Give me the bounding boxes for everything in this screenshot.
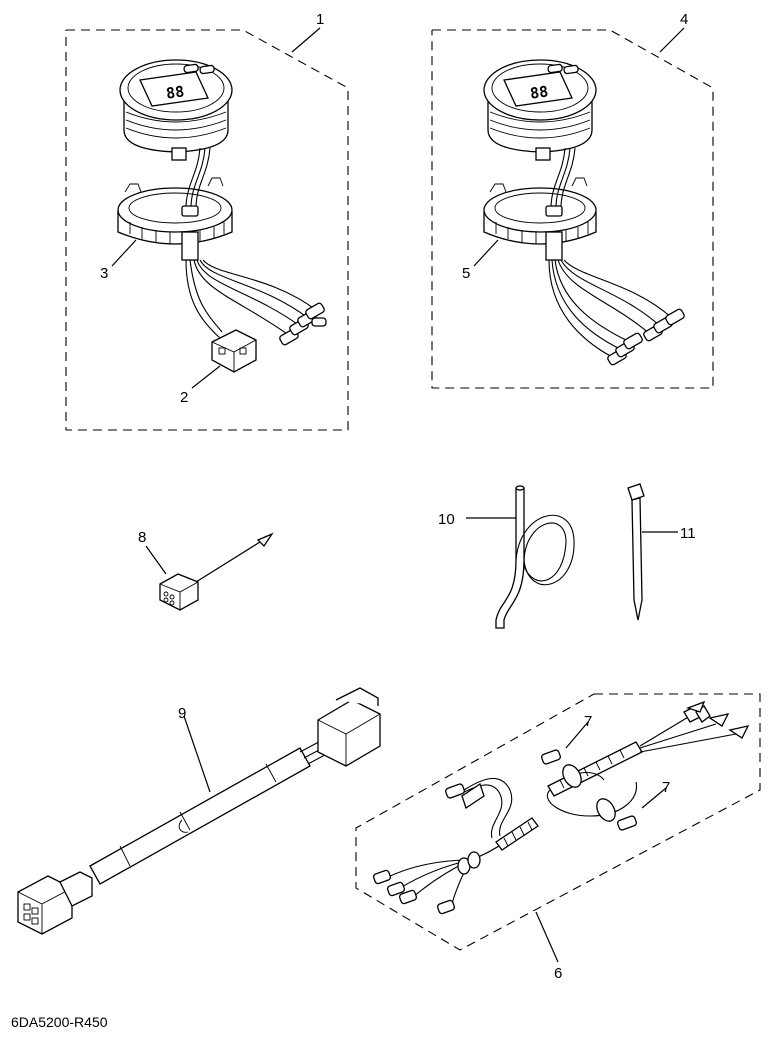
wire-lead-9 [17, 687, 381, 935]
connector-8 [145, 532, 274, 611]
digital-gauge-4: 88 [483, 59, 597, 161]
diagram-code: 6DA5200-R450 [11, 1014, 108, 1030]
kit-1-boundary [65, 29, 349, 431]
kit-6-boundary [355, 693, 761, 951]
lock-ring-3 [117, 177, 233, 245]
wire-harness-6 [372, 700, 750, 963]
coupler-2 [211, 329, 257, 373]
pin-7-upper [541, 749, 561, 765]
kit-4-boundary [431, 29, 714, 389]
callout-4: 4 [680, 11, 688, 28]
callout-7-lower: 7 [662, 779, 670, 796]
leader-lines-kit-4 [473, 27, 685, 267]
callout-1: 1 [316, 11, 324, 28]
lock-ring-5 [483, 177, 597, 245]
callout-2: 2 [180, 389, 188, 406]
callout-3: 3 [100, 265, 108, 282]
callout-10: 10 [438, 511, 455, 528]
pin-7-lower [617, 815, 637, 831]
wire-harness-1 [181, 147, 327, 346]
gauge-4-display: 88 [529, 82, 549, 102]
wire-harness-4 [545, 147, 685, 366]
leader-lines-kit-1 [111, 27, 321, 389]
gauge-1-display: 88 [165, 82, 185, 102]
tube-10 [466, 485, 575, 629]
callout-7-upper: 7 [584, 713, 592, 730]
callout-11: 11 [680, 525, 696, 542]
callout-9: 9 [178, 705, 186, 722]
callout-8: 8 [138, 529, 146, 546]
callout-6: 6 [554, 965, 562, 982]
cable-tie-11 [627, 483, 678, 621]
callout-5: 5 [462, 265, 470, 282]
digital-gauge-1: 88 [119, 59, 233, 161]
